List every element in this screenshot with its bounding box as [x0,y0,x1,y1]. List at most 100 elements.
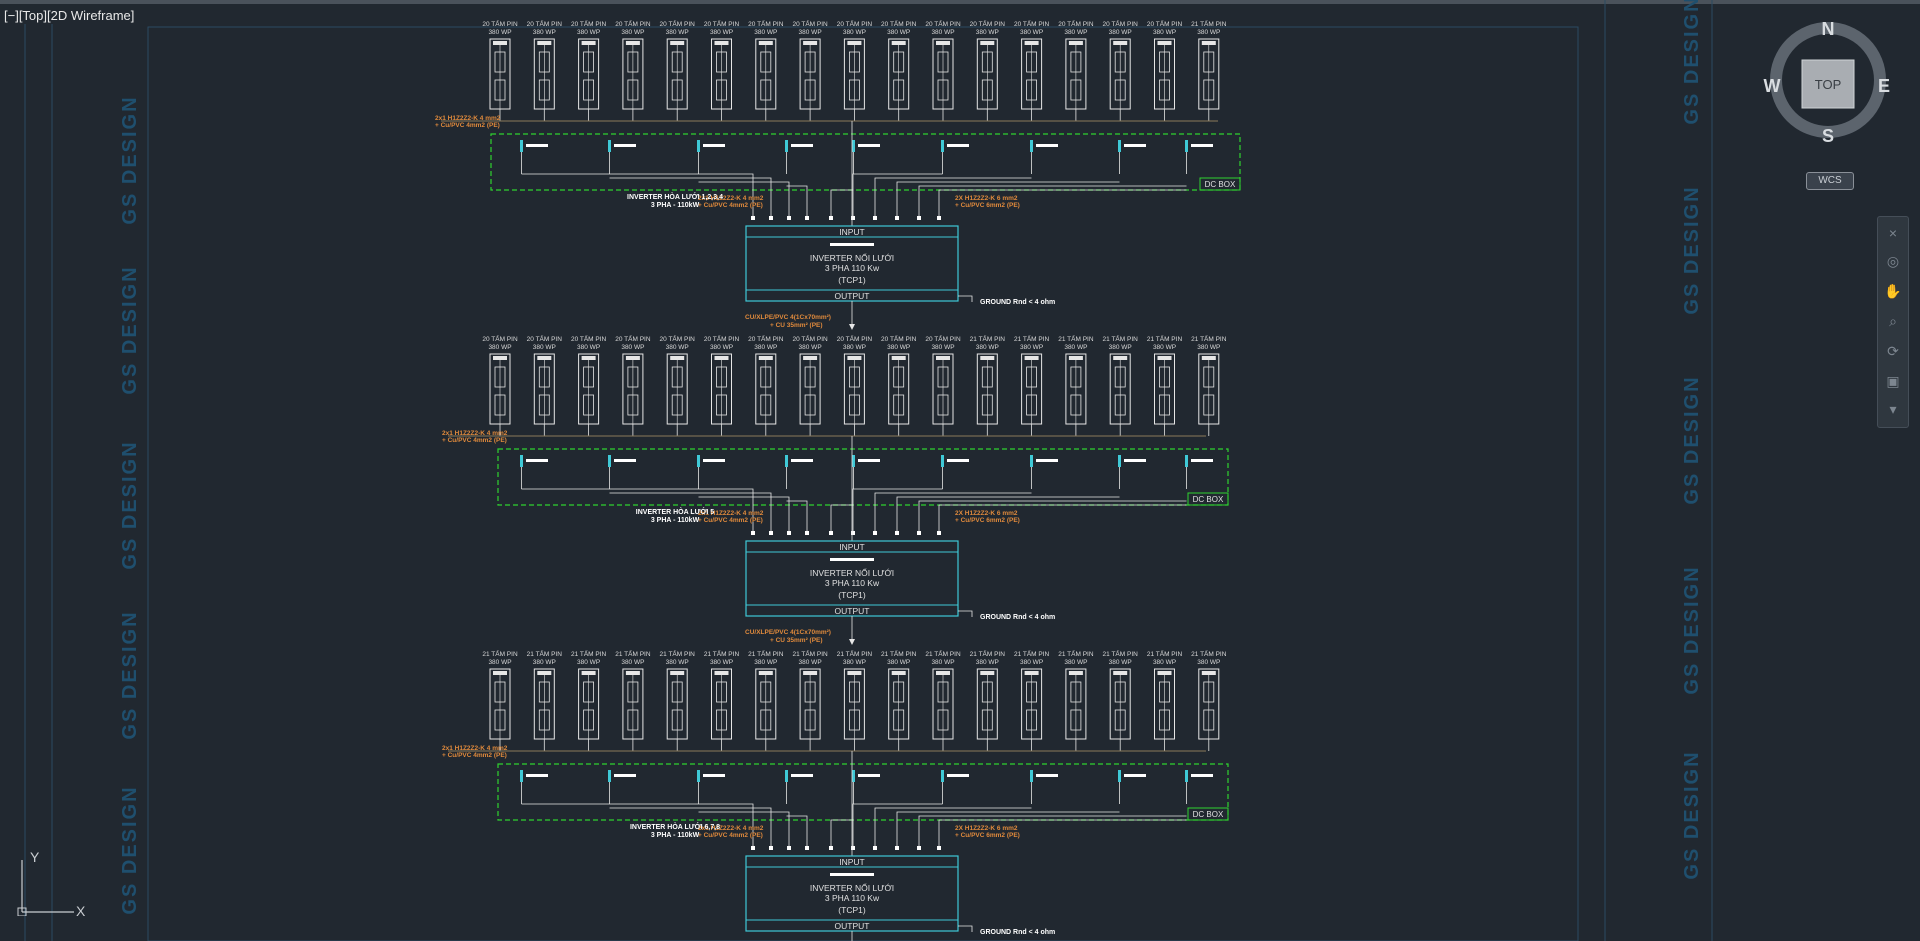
dc-box-tag [1199,177,1241,191]
pan-icon[interactable]: ✋ [1884,283,1902,299]
fuse [1185,770,1188,782]
ground-label: GROUND Rnd < 4 ohm [980,299,1055,306]
breaker [1124,459,1146,462]
pv-power-label: 380 WP [488,659,511,666]
pv-panel-cap [758,671,773,675]
pv-panel-cap [581,41,596,45]
fuse [1118,140,1121,152]
orbit-icon[interactable]: ⟳ [1887,343,1899,359]
pv-power-label: 380 WP [1109,344,1132,351]
showmotion-icon[interactable]: ▣ [1886,373,1900,389]
navbar-menu-icon[interactable]: ▾ [1889,401,1897,417]
pv-string-label: 21 TẤM PIN [527,648,563,658]
fuse [697,455,700,467]
pv-power-label: 380 WP [887,659,910,666]
pv-power-label: 380 WP [577,344,600,351]
breaker [947,774,969,777]
dc-cable-spec: 2x1 H1Z2Z2-K 4 mm2 [435,115,501,122]
watermark-text: GS DESIGN [1681,185,1703,314]
dc-cable-spec: 2X H1Z2Z2-K 6 mm2 [955,510,1018,517]
dc-box-label: DC BOX [1193,495,1224,504]
zoom-icon[interactable]: ⌕ [1889,313,1897,329]
pv-panel-cap [847,41,862,45]
fuse [785,770,788,782]
pv-string-label: 20 TẤM PIN [1103,18,1139,28]
pv-power-label: 380 WP [1197,29,1220,36]
pv-panel-cap [670,671,685,675]
dc-cable-spec: 2x1 H1Z2Z2-K 4 mm2 [442,430,508,437]
ucs-x-label: X [76,903,86,916]
pv-panel-cap [1157,356,1172,360]
pv-panel-cap [847,671,862,675]
pv-panel-cap [891,41,906,45]
steering-wheel-icon[interactable]: ◎ [1886,253,1900,269]
pv-power-label: 380 WP [843,29,866,36]
pv-power-label: 380 WP [710,659,733,666]
compass-north-label[interactable]: N [1822,19,1835,39]
fuse [520,770,523,782]
pv-string-label: 21 TẤM PIN [704,648,740,658]
compass-east-label[interactable]: E [1878,76,1890,96]
fuse [1185,455,1188,467]
pv-panel-cap [493,41,507,45]
pv-panel-cap [1113,671,1128,675]
inverter-caption: INVERTER HÒA LƯỚI 6,7,8 [630,822,720,831]
navigation-bar[interactable]: × ◎ ✋ ⌕ ⟳ ▣ ▾ [1877,216,1909,428]
viewcube-compass[interactable]: TOP N S E W [1762,14,1894,146]
pv-panel-cap [847,356,862,360]
fuse [941,455,944,467]
viewcube-top-face[interactable] [1801,59,1855,109]
pv-power-label: 380 WP [799,344,822,351]
compass-ring[interactable] [1770,22,1886,138]
pv-power-label: 380 WP [621,344,644,351]
breaker [1036,774,1058,777]
pv-power-label: 380 WP [1020,659,1043,666]
watermark-text: GS DESIGN [1681,750,1703,879]
breaker [1036,144,1058,147]
inverter-code: (TCP1) [838,275,866,285]
pv-panel-cap [581,356,596,360]
dc-cable-spec: 2X H1Z2Z2-K 6 mm2 [955,195,1018,202]
compass-south-label[interactable]: S [1822,126,1834,146]
pv-panel-cap [1068,671,1083,675]
pv-panel-cap [1201,356,1216,360]
fuse [941,140,944,152]
wcs-dropdown[interactable]: WCS [1806,172,1854,190]
pv-power-label: 380 WP [843,344,866,351]
dc-cable-spec: 2x1 H1Z2Z2-K 4 mm2 [442,745,508,752]
ucs-y-label: Y [30,849,40,865]
pv-panel-cap [1113,41,1128,45]
pv-string-label: 21 TẤM PIN [881,648,917,658]
fuse [697,770,700,782]
inverter-name: INVERTER NỐI LƯỚI [810,567,894,578]
fuse [1185,140,1188,152]
pv-string-label: 21 TẤM PIN [837,648,873,658]
inverter-output-label: OUTPUT [835,921,870,931]
pv-string-label: 20 TẤM PIN [925,333,961,343]
pv-power-label: 380 WP [1153,659,1176,666]
inverter-output-label: OUTPUT [835,291,870,301]
pv-power-label: 380 WP [1197,344,1220,351]
close-navbar-icon[interactable]: × [1888,225,1898,241]
ground-label: GROUND Rnd < 4 ohm [980,929,1055,936]
pv-string-label: 20 TẤM PIN [571,333,607,343]
compass-west-label[interactable]: W [1764,76,1781,96]
breaker [703,144,725,147]
watermark-text: GS DESIGN [1681,375,1703,504]
fuse [608,455,611,467]
pv-panel-cap [670,41,685,45]
viewport-controls-label[interactable]: [−][Top][2D Wireframe] [4,8,135,23]
breaker [858,144,880,147]
